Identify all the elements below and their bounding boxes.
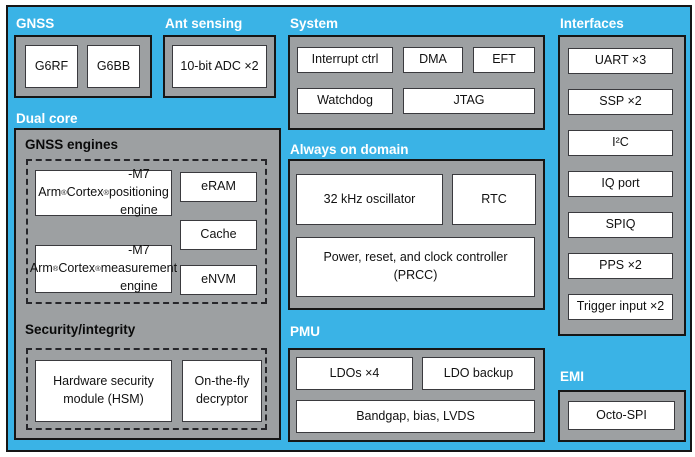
block-positioning-engine: Arm® Cortex®-M7 positioning engine [35,167,172,217]
group-gnss-engines [26,159,267,304]
label-security-integrity: Security/integrity [25,322,136,337]
block-g6rf: G6RF [25,45,78,88]
block-jtag: JTAG [403,88,535,114]
section-title-gnss: GNSS [16,16,55,31]
block-prcc: Power, reset, and clock controller (PRCC… [296,237,535,297]
block-dma: DMA [403,47,463,73]
section-title-emi: EMI [560,369,585,384]
block-cache: Cache [180,220,257,250]
block-ldos: LDOs ×4 [296,357,413,390]
block-spiq: SPIQ [568,212,673,238]
block-bandgap-bias-lvds: Bandgap, bias, LVDS [296,400,535,433]
panel-gnss: G6RF G6BB [14,35,152,98]
section-title-system: System [290,16,339,31]
panel-always-on-domain: 32 kHz oscillator RTC Power, reset, and … [288,159,545,310]
section-title-pmu: PMU [290,324,320,339]
panel-pmu: LDOs ×4 LDO backup Bandgap, bias, LVDS [288,348,545,442]
block-adc: 10-bit ADC ×2 [172,45,267,88]
block-octo-spi: Octo-SPI [568,401,675,430]
block-32khz-oscillator: 32 kHz oscillator [296,174,443,225]
block-i2c: I²C [568,130,673,156]
section-title-ant-sensing: Ant sensing [165,16,243,31]
block-measurement-engine: Arm® Cortex®-M7 measurement engine [29,243,178,293]
block-envm: eNVM [180,265,257,295]
block-interrupt-ctrl: Interrupt ctrl [297,47,393,73]
block-rtc: RTC [452,174,536,225]
group-security-integrity [26,348,267,430]
section-title-dual-core: Dual core [16,111,78,126]
block-ssp: SSP ×2 [568,89,673,115]
block-trigger-input: Trigger input ×2 [568,294,673,320]
block-ldo-backup: LDO backup [422,357,535,390]
panel-system: Interrupt ctrl DMA EFT Watchdog JTAG [288,35,545,130]
block-otf-decryptor: On-the-fly decryptor [182,360,262,422]
block-eram: eRAM [180,172,257,202]
block-iq-port: IQ port [568,171,673,197]
block-uart: UART ×3 [568,48,673,74]
panel-dual-core: GNSS engines Arm® Cortex®-M7 positioning… [14,128,281,440]
block-hsm: Hardware security module (HSM) [35,360,172,422]
block-g6bb: G6BB [87,45,140,88]
panel-ant-sensing: 10-bit ADC ×2 [163,35,276,98]
label-gnss-engines: GNSS engines [25,137,119,152]
section-title-interfaces: Interfaces [560,16,624,31]
panel-emi: Octo-SPI [558,390,686,442]
block-watchdog: Watchdog [297,88,393,114]
panel-interfaces: UART ×3 SSP ×2 I²C IQ port SPIQ PPS ×2 T… [558,35,686,336]
block-pps: PPS ×2 [568,253,673,279]
block-eft: EFT [473,47,535,73]
section-title-always-on-domain: Always on domain [290,142,409,157]
soc-block-diagram-board: GNSS G6RF G6BB Ant sensing 10-bit ADC ×2… [6,5,692,452]
